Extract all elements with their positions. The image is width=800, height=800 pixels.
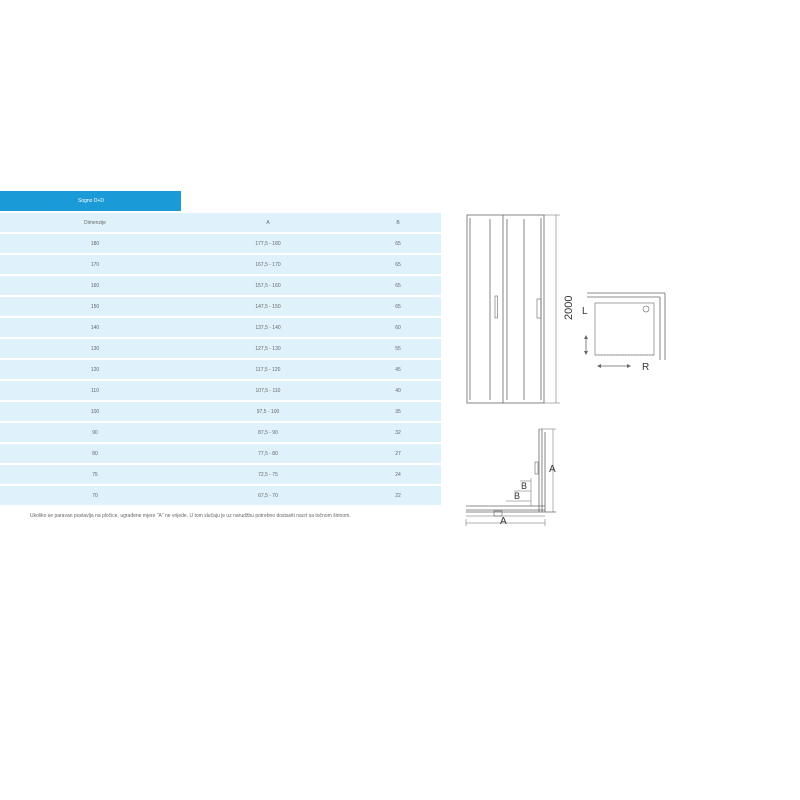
table-row: 130 127,5 - 130 55: [0, 339, 441, 358]
section-a-horizontal-label: A: [500, 516, 507, 527]
cell-b: 45: [395, 367, 401, 373]
cell-b: 35: [395, 409, 401, 415]
cell-dimension: 110: [91, 388, 99, 394]
table-row: 150 147,5 - 150 65: [0, 297, 441, 316]
table-row: 70 67,5 - 70 22: [0, 486, 441, 505]
cell-dimension: 150: [90, 304, 100, 310]
cell-dimension: 70: [92, 493, 98, 499]
cell-b: 65: [395, 262, 401, 268]
cell-dimension: 180: [90, 241, 100, 247]
cell-dimension: 140: [90, 325, 100, 331]
cell-b: 65: [395, 283, 401, 289]
cell-b: 65: [395, 241, 401, 247]
cell-a: 177,5 - 180: [255, 241, 281, 247]
table-row: 120 117,5 - 120 45: [0, 360, 441, 379]
cell-b: 24: [395, 472, 401, 478]
cell-a: 167,5 - 170: [255, 262, 281, 268]
cell-b: 55: [395, 346, 401, 352]
height-dimension-label: 2000: [563, 296, 575, 320]
cell-b: 27: [395, 451, 401, 457]
plan-view-drawing: [584, 292, 666, 368]
table-row: 90 87,5 - 90 32: [0, 423, 441, 442]
front-elevation-drawing: [466, 214, 560, 404]
header-dimenzije: Dimenzije: [84, 220, 106, 226]
cell-dimension: 170: [90, 262, 100, 268]
cell-a: 127,5 - 130: [255, 346, 281, 352]
dimensions-table: Dimenzije A B 180 177,5 - 180 65 170 167,5 -…: [0, 213, 441, 505]
header-a: A: [266, 220, 270, 226]
cell-a: 72,5 - 75: [258, 472, 278, 478]
product-tab-label: Sogno D+D: [78, 198, 104, 204]
cell-b: 32: [395, 430, 401, 436]
cell-a: 137,5 - 140: [255, 325, 281, 331]
section-a-vertical-label: A: [549, 464, 556, 475]
product-tab[interactable]: Sogno D+D: [0, 191, 181, 211]
cell-b: 60: [395, 325, 401, 331]
cell-a: 97,5 - 100: [256, 409, 280, 415]
cell-dimension: 90: [92, 430, 98, 436]
cell-a: 87,5 - 90: [258, 430, 278, 436]
cell-dimension: 120: [90, 367, 100, 373]
section-b-label-2: B: [521, 481, 527, 491]
table-row: 100 97,5 - 100 35: [0, 402, 441, 421]
installation-note: Ukoliko se paravan postavlja na pločice,…: [30, 513, 351, 519]
cell-b: 65: [395, 304, 401, 310]
cell-a: 117,5 - 120: [255, 367, 281, 373]
plan-left-label: L: [582, 306, 588, 317]
cell-dimension: 100: [90, 409, 100, 415]
cell-dimension: 130: [90, 346, 100, 352]
table-row: 110 107,5 - 110 40: [0, 381, 441, 400]
table-row: 170 167,5 - 170 65: [0, 255, 441, 274]
cell-a: 67,5 - 70: [258, 493, 278, 499]
table-row: 140 137,5 - 140 60: [0, 318, 441, 337]
plan-right-label: R: [642, 362, 649, 373]
header-b: B: [396, 220, 400, 226]
table-header-row: Dimenzije A B: [0, 213, 441, 232]
table-row: 180 177,5 - 180 65: [0, 234, 441, 253]
table-row: 80 77,5 - 80 27: [0, 444, 441, 463]
cell-a: 77,5 - 80: [258, 451, 278, 457]
table-row: 160 157,5 - 160 65: [0, 276, 441, 295]
table-row: 75 72,5 - 75 24: [0, 465, 441, 484]
cell-dimension: 75: [92, 472, 98, 478]
cell-a: 147,5 - 150: [255, 304, 281, 310]
cell-b: 40: [395, 388, 401, 394]
cell-a: 107,5 - 110: [255, 388, 281, 394]
cell-dimension: 160: [90, 283, 100, 289]
section-drawing: [465, 428, 556, 526]
cell-dimension: 80: [92, 451, 98, 457]
cell-a: 157,5 - 160: [255, 283, 281, 289]
section-b-label-1: B: [514, 491, 520, 501]
cell-b: 22: [395, 493, 401, 499]
